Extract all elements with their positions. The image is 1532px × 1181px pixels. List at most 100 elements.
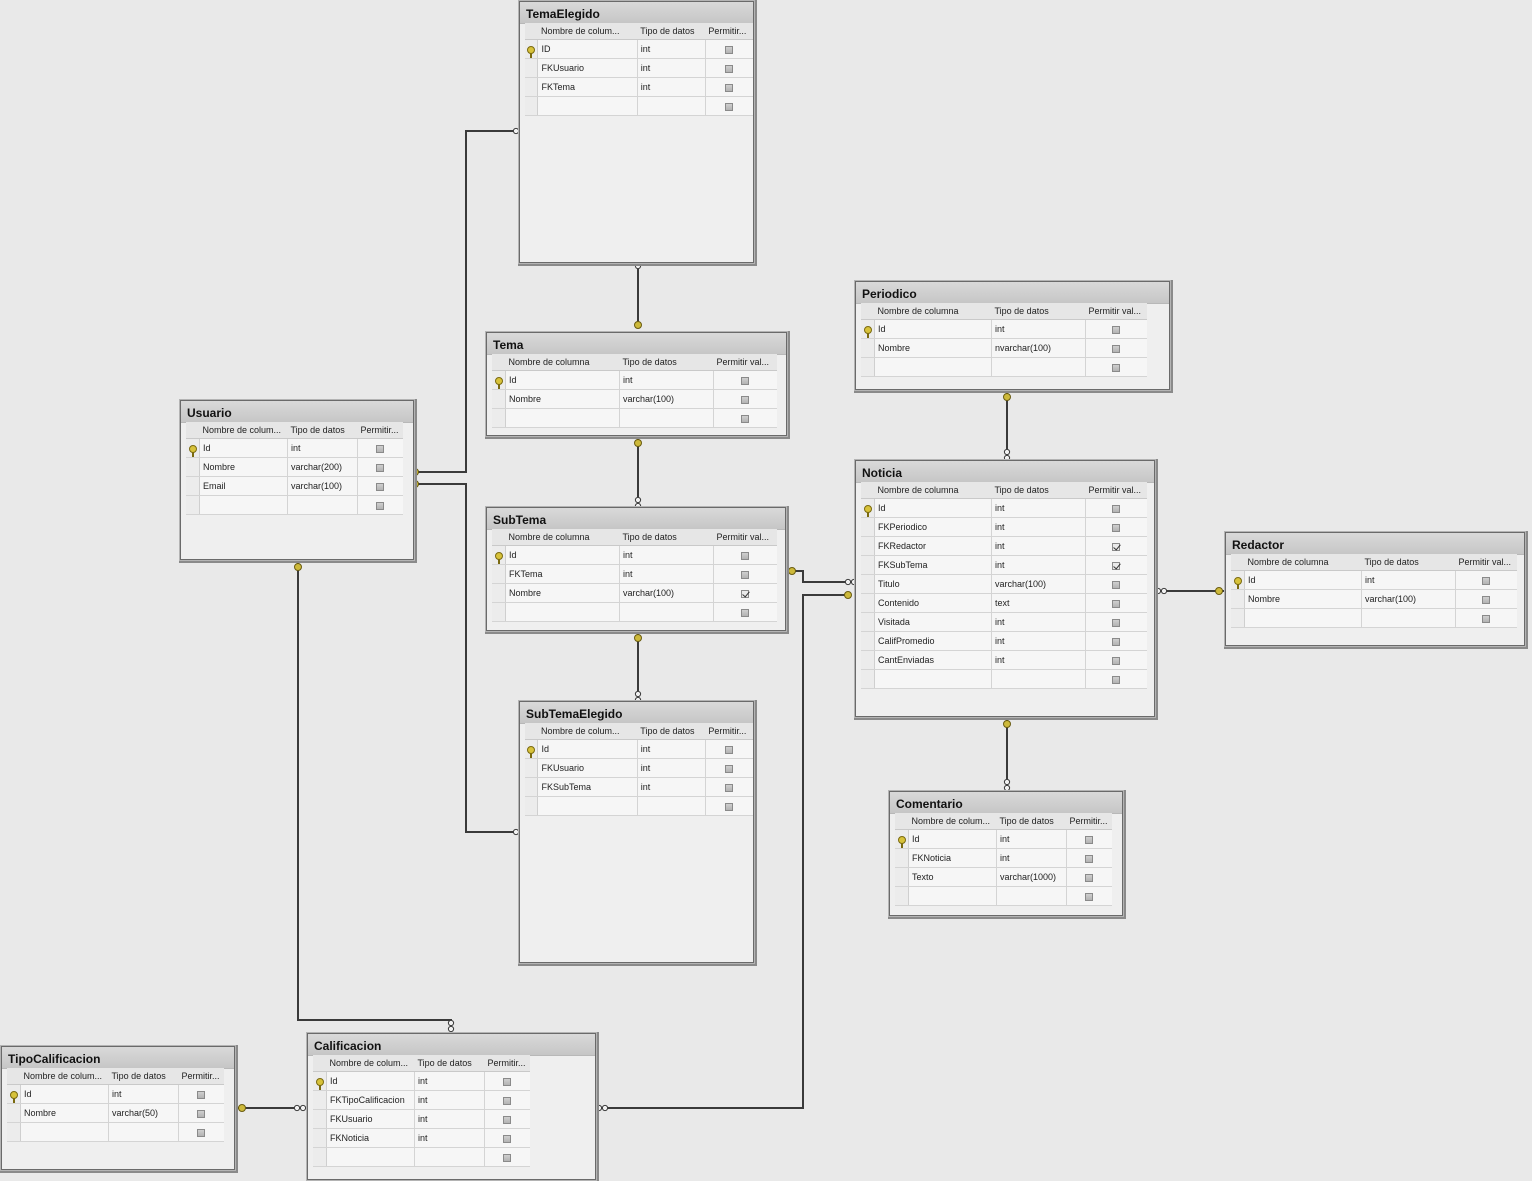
table-title[interactable]: Redactor	[1226, 533, 1524, 555]
row-selector[interactable]	[186, 438, 200, 458]
row-selector[interactable]	[7, 1084, 21, 1104]
new-column-row[interactable]	[186, 495, 403, 515]
allow-nulls-checkbox[interactable]	[503, 1077, 512, 1086]
column-name-cell[interactable]: Id	[199, 438, 288, 458]
allow-nulls-checkbox[interactable]	[1112, 580, 1121, 589]
row-selector[interactable]	[492, 389, 506, 409]
allow-nulls-checkbox[interactable]	[725, 64, 734, 73]
allow-nulls-checkbox[interactable]	[741, 570, 750, 579]
row-selector[interactable]	[492, 408, 506, 428]
allow-nulls-checkbox[interactable]	[1112, 618, 1121, 627]
row-selector[interactable]	[895, 829, 909, 849]
row-selector[interactable]	[313, 1109, 327, 1129]
data-type-cell[interactable]	[637, 796, 706, 816]
allow-nulls-checkbox[interactable]	[1085, 873, 1094, 882]
row-selector[interactable]	[525, 96, 539, 116]
column-name-cell[interactable]: Texto	[908, 867, 997, 887]
allow-nulls-header[interactable]: Permitir...	[357, 422, 403, 439]
column-name-cell[interactable]: FKNoticia	[326, 1128, 415, 1148]
allow-nulls-checkbox[interactable]	[376, 501, 385, 510]
row-selector[interactable]	[186, 495, 200, 515]
data-type-cell[interactable]: int	[619, 564, 714, 584]
column-name-cell[interactable]: FKNoticia	[908, 848, 997, 868]
allow-nulls-header[interactable]: Permitir val...	[1085, 482, 1147, 499]
allow-nulls-checkbox[interactable]	[1112, 561, 1121, 570]
allow-nulls-checkbox[interactable]	[1085, 854, 1094, 863]
allow-nulls-header[interactable]: Permitir...	[484, 1055, 530, 1072]
data-type-cell[interactable]: int	[991, 631, 1086, 651]
data-type-header[interactable]: Tipo de datos	[108, 1068, 179, 1085]
column-name-header[interactable]: Nombre de colum...	[326, 1055, 415, 1072]
column-name-cell[interactable]	[1244, 608, 1362, 628]
table-title[interactable]: Usuario	[181, 401, 413, 423]
column-name-cell[interactable]: Contenido	[874, 593, 992, 613]
data-type-cell[interactable]	[619, 408, 714, 428]
row-selector[interactable]	[186, 476, 200, 496]
column-name-cell[interactable]: Id	[874, 319, 992, 339]
allow-nulls-checkbox[interactable]	[741, 551, 750, 560]
column-name-header[interactable]: Nombre de columna	[505, 354, 620, 371]
column-name-cell[interactable]	[505, 408, 620, 428]
row-selector[interactable]	[7, 1122, 21, 1142]
allow-nulls-checkbox[interactable]	[741, 376, 750, 385]
row-selector[interactable]	[861, 612, 875, 632]
row-selector[interactable]	[861, 319, 875, 339]
allow-nulls-checkbox[interactable]	[1112, 325, 1121, 334]
data-type-header[interactable]: Tipo de datos	[287, 422, 358, 439]
allow-nulls-checkbox[interactable]	[1112, 542, 1121, 551]
data-type-header[interactable]: Tipo de datos	[619, 354, 714, 371]
row-selector[interactable]	[861, 650, 875, 670]
column-name-cell[interactable]: Id	[1244, 570, 1362, 590]
row-selector[interactable]	[492, 370, 506, 390]
allow-nulls-checkbox[interactable]	[725, 802, 734, 811]
data-type-cell[interactable]: int	[996, 829, 1067, 849]
column-name-header[interactable]: Nombre de columna	[874, 482, 992, 499]
column-name-cell[interactable]: Nombre	[505, 583, 620, 603]
row-selector[interactable]	[895, 848, 909, 868]
column-name-cell[interactable]: CantEnviadas	[874, 650, 992, 670]
allow-nulls-header[interactable]: Permitir val...	[1085, 303, 1147, 320]
allow-nulls-checkbox[interactable]	[503, 1115, 512, 1124]
data-type-cell[interactable]: int	[637, 77, 706, 97]
column-name-cell[interactable]: FKTipoCalificacion	[326, 1090, 415, 1110]
column-name-cell[interactable]: Visitada	[874, 612, 992, 632]
row-selector[interactable]	[492, 583, 506, 603]
row-selector[interactable]	[525, 77, 539, 97]
row-selector[interactable]	[313, 1147, 327, 1167]
column-name-cell[interactable]: FKRedactor	[874, 536, 992, 556]
row-selector[interactable]	[525, 739, 539, 759]
allow-nulls-checkbox[interactable]	[503, 1153, 512, 1162]
data-type-cell[interactable]: int	[108, 1084, 179, 1104]
allow-nulls-checkbox[interactable]	[503, 1096, 512, 1105]
row-selector[interactable]	[313, 1128, 327, 1148]
column-name-cell[interactable]: Nombre	[505, 389, 620, 409]
allow-nulls-checkbox[interactable]	[741, 589, 750, 598]
allow-nulls-header[interactable]: Permitir...	[1066, 813, 1112, 830]
data-type-cell[interactable]: varchar(100)	[991, 574, 1086, 594]
data-type-cell[interactable]: int	[991, 555, 1086, 575]
column-name-cell[interactable]: FKTema	[505, 564, 620, 584]
new-column-row[interactable]	[7, 1122, 224, 1142]
row-selector[interactable]	[186, 457, 200, 477]
new-column-row[interactable]	[861, 357, 1147, 377]
column-name-cell[interactable]: Id	[20, 1084, 109, 1104]
data-type-cell[interactable]: int	[991, 517, 1086, 537]
data-type-cell[interactable]: int	[414, 1128, 485, 1148]
allow-nulls-header[interactable]: Permitir...	[705, 723, 753, 740]
data-type-cell[interactable]: int	[991, 536, 1086, 556]
data-type-header[interactable]: Tipo de datos	[996, 813, 1067, 830]
